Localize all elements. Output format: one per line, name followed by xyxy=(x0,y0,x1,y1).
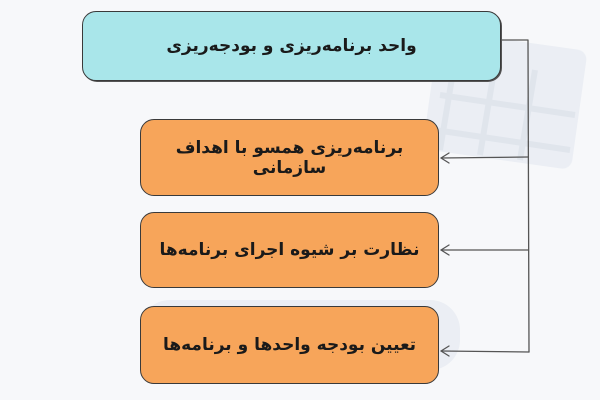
connector-to-item-1 xyxy=(440,156,529,159)
connector-to-item-3 xyxy=(440,350,530,353)
header-label: واحد برنامه‌ریزی و بودجه‌ریزی xyxy=(166,36,417,56)
item-label-1: برنامه‌ریزی همسو با اهداف سازمانی xyxy=(175,137,404,178)
connector-arrow-2 xyxy=(440,244,450,256)
header-box: واحد برنامه‌ریزی و بودجه‌ریزی xyxy=(82,11,501,81)
item-box-1: برنامه‌ریزی همسو با اهداف سازمانی xyxy=(140,119,439,196)
item-box-2: نظارت بر شیوه اجرای برنامه‌ها xyxy=(140,212,439,288)
item-box-3: تعیین بودجه واحدها و برنامه‌ها xyxy=(140,306,439,384)
item-label-2: نظارت بر شیوه اجرای برنامه‌ها xyxy=(159,240,420,260)
connector-arrow-3 xyxy=(440,345,450,357)
connector-arrow-1 xyxy=(440,152,450,164)
item-label-3: تعیین بودجه واحدها و برنامه‌ها xyxy=(162,335,417,355)
connector-trunk xyxy=(500,39,530,353)
